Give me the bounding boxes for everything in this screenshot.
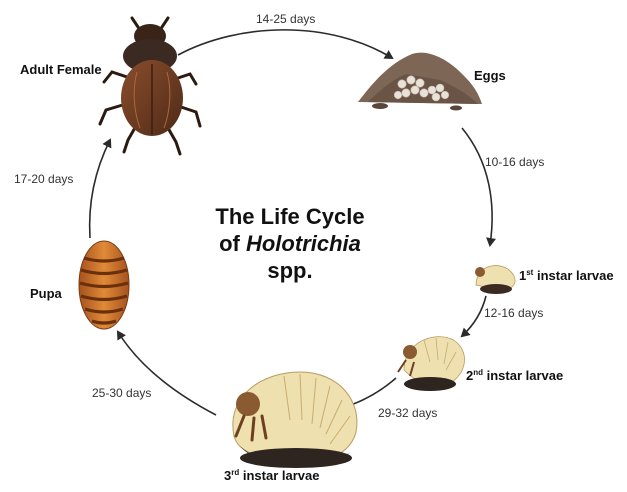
title-of: of — [219, 231, 246, 256]
third-instar-larva-illustration — [233, 372, 357, 468]
label-pupa: Pupa — [30, 286, 62, 301]
second-instar-larva-illustration — [398, 337, 464, 391]
first-instar-larva-illustration — [475, 266, 515, 294]
label-adult-female: Adult Female — [20, 62, 102, 77]
pupa-illustration — [79, 241, 129, 329]
label-first-instar: 1st instar larvae — [519, 268, 614, 283]
duration-l3-to-pupa: 25-30 days — [92, 386, 151, 400]
duration-adult-to-eggs: 14-25 days — [256, 12, 315, 26]
l2-text: instar larvae — [483, 368, 563, 383]
label-second-instar: 2nd instar larvae — [466, 368, 563, 383]
arrow-eggs-to-l1 — [462, 128, 492, 245]
duration-eggs-to-l1: 10-16 days — [485, 155, 544, 169]
eggs-illustration — [358, 53, 482, 111]
label-eggs: Eggs — [474, 68, 506, 83]
arrow-l3-to-pupa — [118, 332, 216, 415]
title-line-2: of Holotrichia — [190, 230, 390, 257]
label-third-instar: 3rd instar larvae — [224, 468, 319, 483]
duration-l2-to-l3: 29-32 days — [378, 406, 437, 420]
diagram-title: The Life Cycle of Holotrichia spp. — [190, 203, 390, 284]
l1-text: instar larvae — [533, 268, 613, 283]
title-line-3: spp. — [190, 257, 390, 284]
duration-l1-to-l2: 12-16 days — [484, 306, 543, 320]
title-line-1: The Life Cycle — [190, 203, 390, 230]
l2-suffix: nd — [473, 368, 483, 377]
arrow-l1-to-l2 — [462, 296, 486, 336]
arrow-adult-to-eggs — [178, 30, 392, 58]
arrow-pupa-to-adult — [90, 140, 110, 238]
l3-text: instar larvae — [239, 468, 319, 483]
title-genus: Holotrichia — [246, 231, 361, 256]
duration-pupa-to-adult: 17-20 days — [14, 172, 73, 186]
adult-beetle-illustration — [100, 18, 200, 154]
